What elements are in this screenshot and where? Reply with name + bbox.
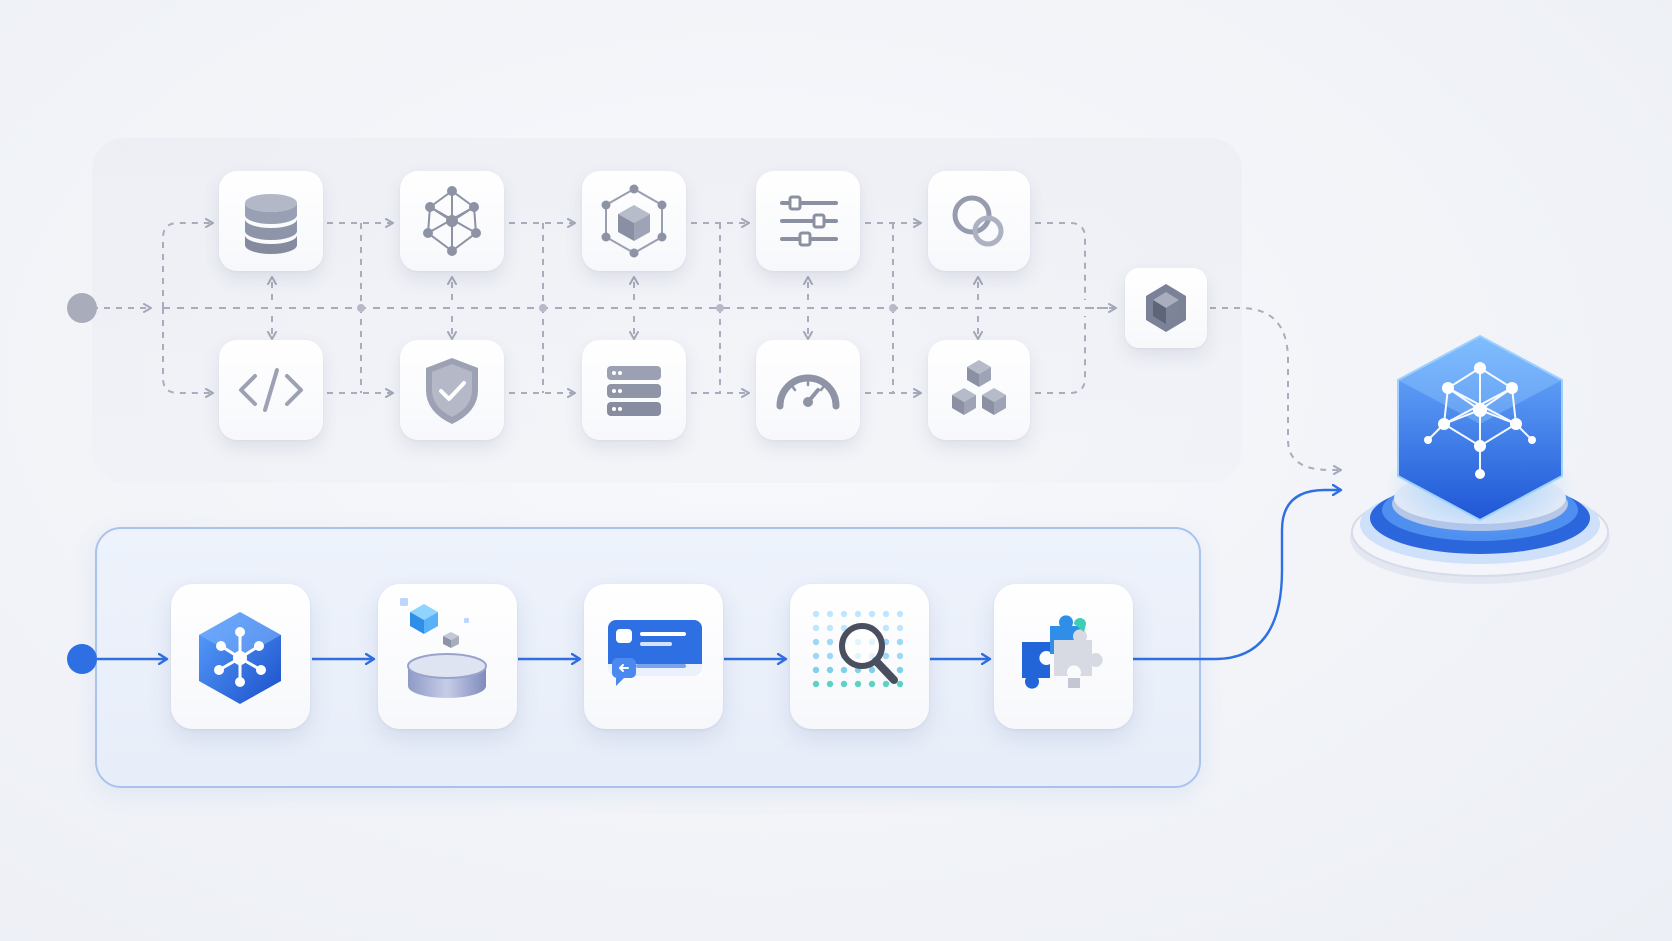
decor-dot	[826, 680, 834, 688]
decor-dot	[840, 610, 848, 618]
linked-rings-icon	[928, 171, 1030, 271]
blue-cube-network-icon	[171, 584, 310, 729]
decor-dot	[812, 666, 820, 674]
decor-dot	[826, 610, 834, 618]
server-rack-icon	[582, 340, 686, 440]
decor-dot	[854, 610, 862, 618]
chat-panel-icon	[584, 584, 723, 729]
decor-dot	[812, 652, 820, 660]
shield-check-icon	[400, 340, 504, 440]
decor-dot	[868, 610, 876, 618]
stacked-cubes-icon	[928, 340, 1030, 440]
decor-dot	[882, 624, 890, 632]
decor-dot	[840, 680, 848, 688]
decor-dot	[896, 624, 904, 632]
decor-dot	[896, 680, 904, 688]
decor-dot	[896, 666, 904, 674]
code-icon	[219, 340, 323, 440]
decor-dot	[826, 652, 834, 660]
decor-dot	[896, 652, 904, 660]
decor-dot	[840, 666, 848, 674]
sliders-icon	[756, 171, 860, 271]
database-icon	[219, 171, 323, 271]
speedometer-icon	[756, 340, 860, 440]
decor-dot	[882, 610, 890, 618]
decor-dot	[840, 624, 848, 632]
decor-dot	[812, 624, 820, 632]
puzzle-icon	[994, 584, 1133, 729]
decor-dot	[896, 638, 904, 646]
magnifier-dots-icon	[790, 584, 929, 729]
blue-start-dot	[67, 644, 97, 674]
decor-dot	[812, 680, 820, 688]
decor-dot	[826, 666, 834, 674]
decor-dot	[868, 666, 876, 674]
data-cylinder-icon	[378, 584, 517, 729]
decor-dot	[812, 638, 820, 646]
ai-core-pedestal-icon	[1330, 318, 1630, 618]
decor-dot	[826, 624, 834, 632]
decor-dot	[896, 610, 904, 618]
decor-dot	[882, 680, 890, 688]
decor-dot	[868, 680, 876, 688]
network-graph-icon	[400, 171, 504, 271]
decor-dot	[854, 680, 862, 688]
decor-dot	[812, 610, 820, 618]
decor-dot	[882, 652, 890, 660]
decor-dot	[826, 638, 834, 646]
cube-network-icon	[582, 171, 686, 271]
hexagon-cube-icon	[1125, 268, 1207, 348]
